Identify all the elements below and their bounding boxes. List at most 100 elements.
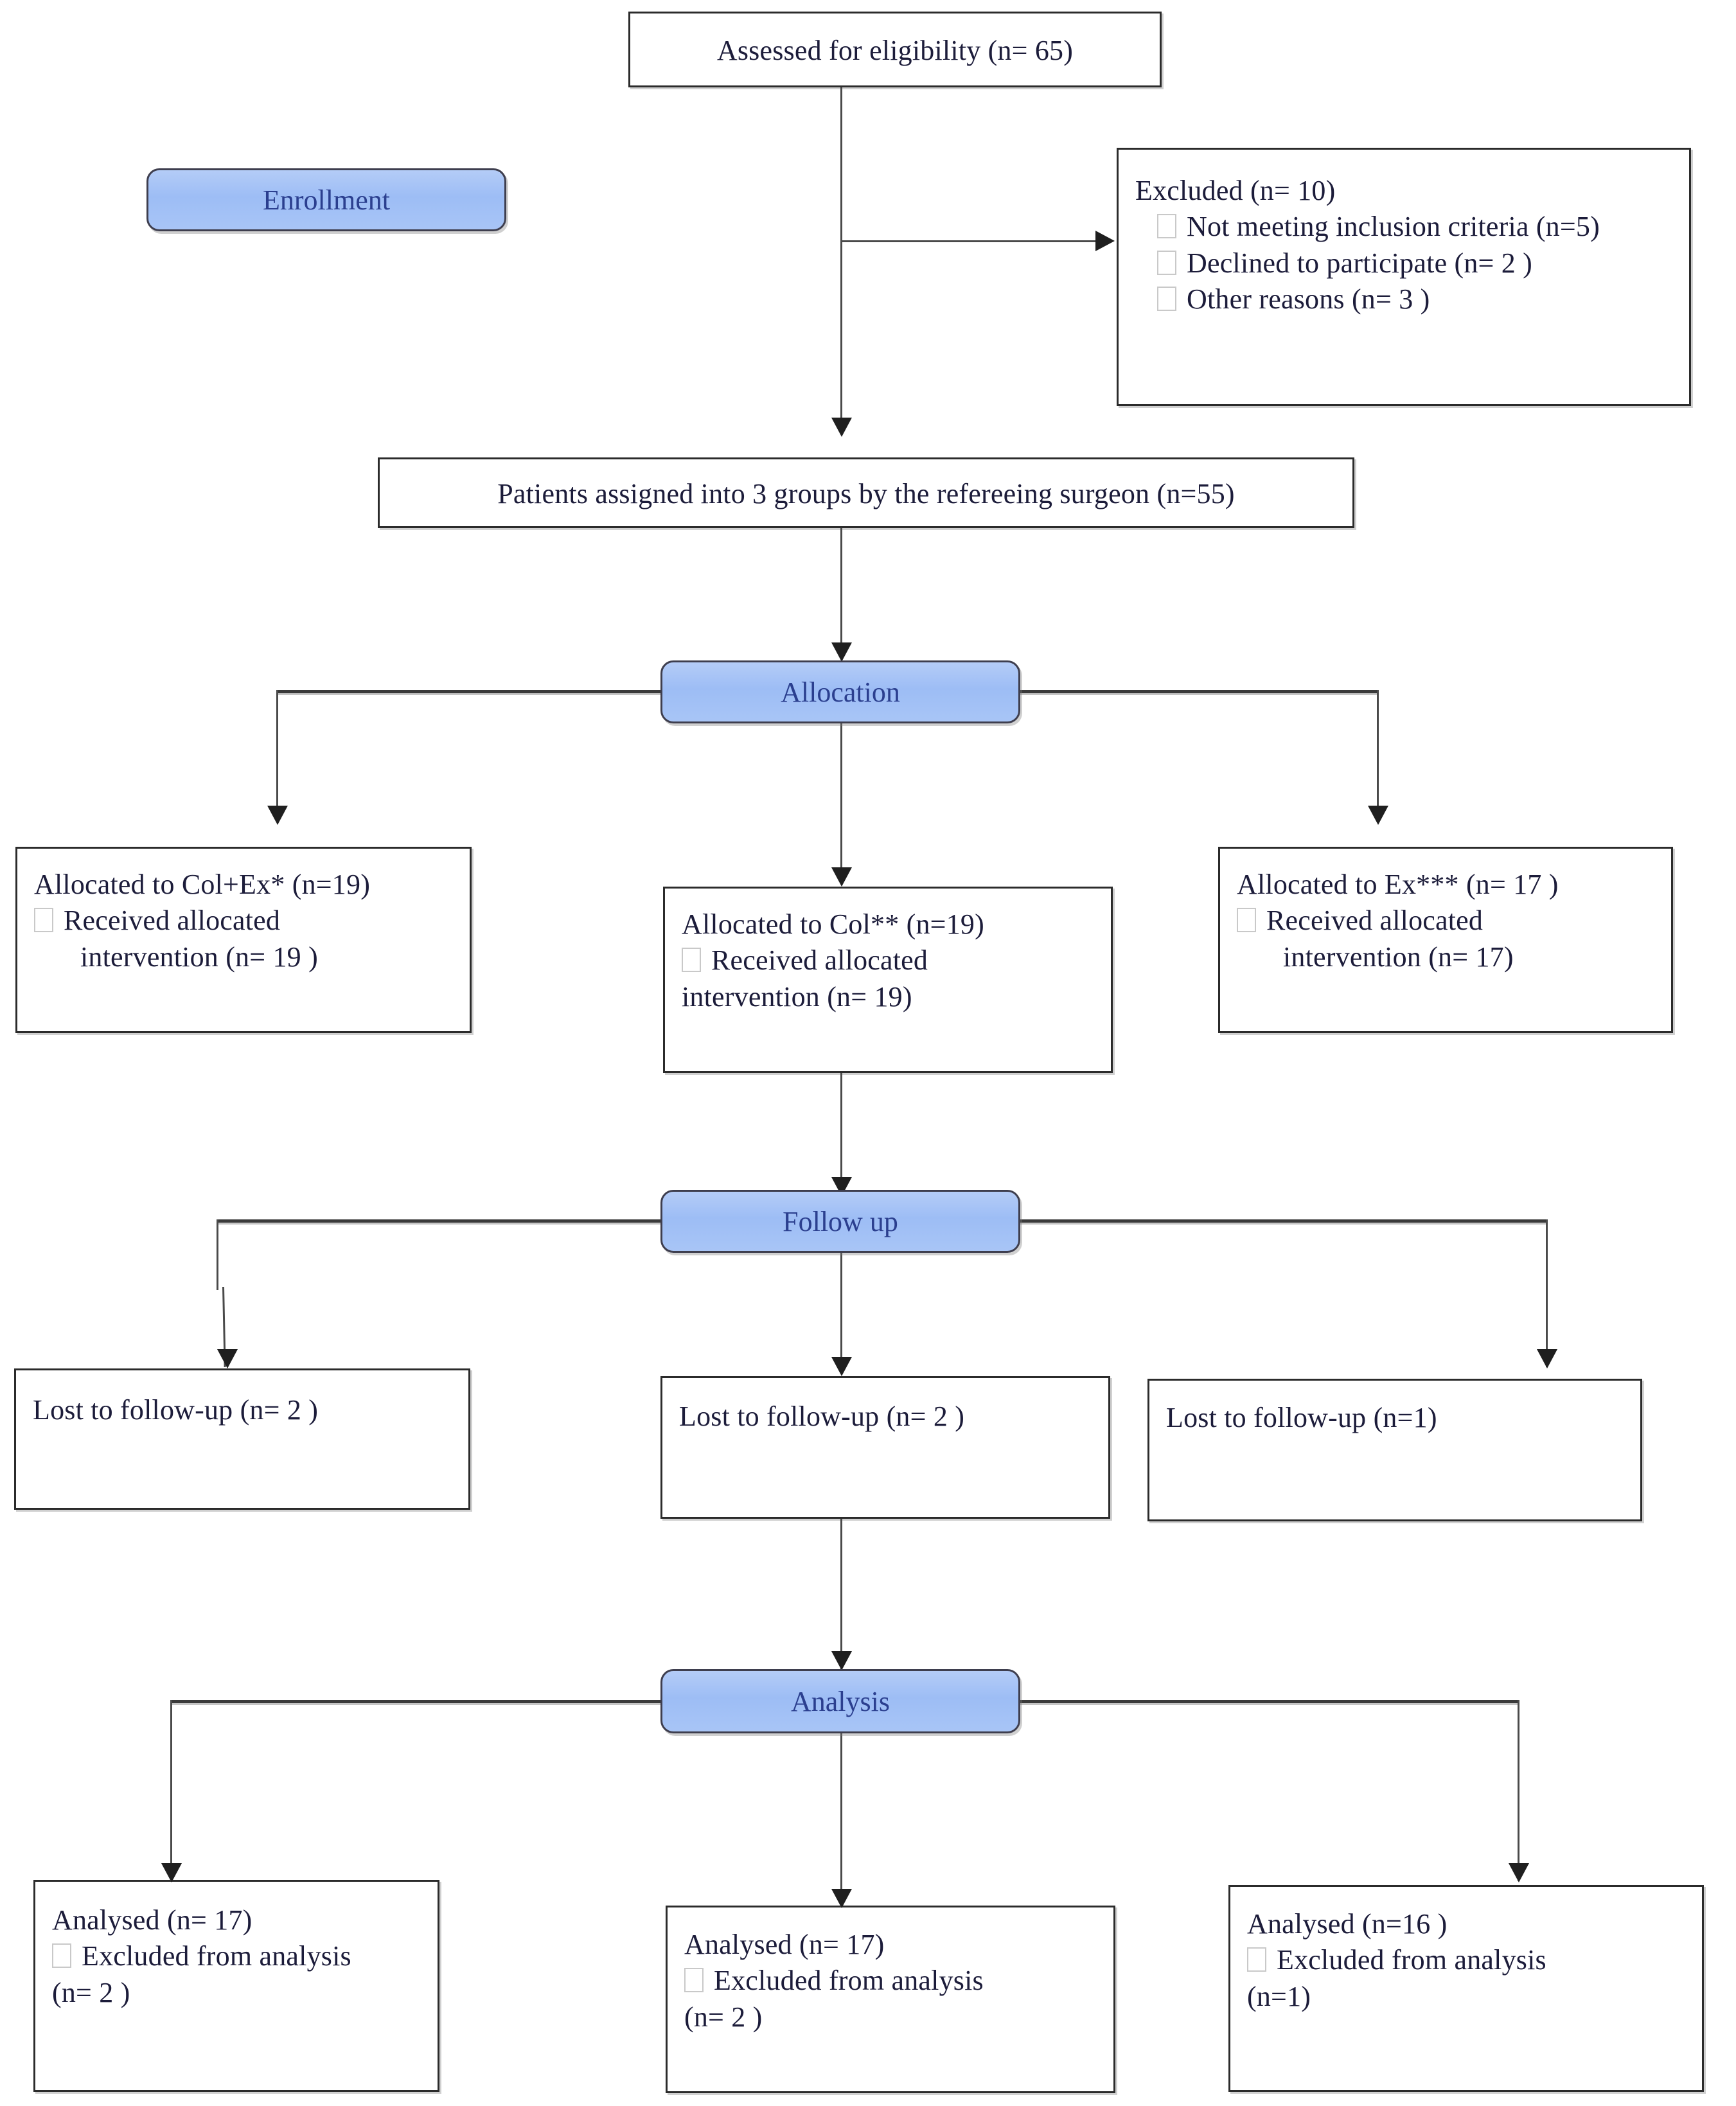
connector-followup-left-branch	[217, 1219, 662, 1223]
analysed-title: Analysed (n= 17)	[684, 1929, 885, 1960]
connector-followup-right-branch	[1019, 1219, 1547, 1223]
empty-checkbox-icon	[1247, 1947, 1266, 1972]
excluded-reason-item: Not meeting inclusion criteria (n=5)	[1135, 209, 1672, 245]
arrowhead-followup-left	[217, 1349, 238, 1368]
arrowhead-to-assigned	[831, 418, 852, 437]
empty-checkbox-icon	[1157, 286, 1176, 311]
empty-checkbox-icon	[52, 1943, 71, 1969]
analysed-excluded-item: Excluded from analysis	[1247, 1942, 1685, 1978]
allocated-group-title: Allocated to Ex*** (n= 17 )	[1237, 869, 1559, 900]
analysed-excluded-label: Excluded from analysis	[1277, 1944, 1546, 1976]
analysed-excluded-label: Excluded from analysis	[82, 1940, 351, 1972]
allocated-group-box-left: Allocated to Col+Ex* (n=19) Received all…	[15, 847, 472, 1033]
connector-followup-middle-drop	[840, 1253, 842, 1374]
analysed-excluded-count: (n=1)	[1247, 1980, 1311, 2012]
allocated-group-content: Allocated to Col+Ex* (n=19) Received all…	[17, 867, 470, 975]
connector-to-excluded	[840, 240, 1099, 242]
arrowhead-analysis-left	[161, 1863, 182, 1882]
analysed-content: Analysed (n= 17) Excluded from analysis …	[668, 1927, 1113, 2035]
excluded-reason-label: Declined to participate (n= 2 )	[1187, 247, 1533, 279]
assessed-for-eligibility-box: Assessed for eligibility (n= 65)	[628, 12, 1162, 87]
excluded-content: Excluded (n= 10) Not meeting inclusion c…	[1119, 173, 1689, 317]
allocated-group-title: Allocated to Col** (n=19)	[682, 908, 984, 940]
analysed-title: Analysed (n=16 )	[1247, 1908, 1448, 1940]
allocated-received-label: Received allocated	[711, 944, 928, 977]
empty-checkbox-icon	[684, 1968, 704, 1993]
excluded-reason-label: Other reasons (n= 3 )	[1187, 283, 1430, 315]
connector-allocation-right-drop	[1377, 690, 1379, 819]
connector-allocation-right-branch	[1019, 690, 1379, 693]
connector-allocation-to-followup	[840, 1073, 842, 1187]
connector-allocation-left-drop	[276, 690, 278, 819]
arrowhead-analysis-right	[1509, 1863, 1529, 1882]
lost-to-followup-box-right: Lost to follow-up (n=1)	[1147, 1379, 1642, 1521]
stage-analysis-label: Analysis	[791, 1685, 890, 1717]
connector-analysis-right-drop	[1518, 1700, 1519, 1881]
analysed-content: Analysed (n=16 ) Excluded from analysis …	[1230, 1906, 1702, 2015]
excluded-box: Excluded (n= 10) Not meeting inclusion c…	[1117, 148, 1691, 406]
stage-allocation: Allocation	[660, 660, 1020, 723]
lost-to-followup-text: Lost to follow-up (n=1)	[1166, 1402, 1437, 1433]
empty-checkbox-icon	[1157, 250, 1176, 275]
allocated-group-box-right: Allocated to Ex*** (n= 17 ) Received all…	[1218, 847, 1673, 1033]
arrowhead-allocation-middle	[831, 867, 852, 887]
connector-followup-to-analysis	[840, 1519, 842, 1670]
arrowhead-followup-middle	[831, 1357, 852, 1376]
arrowhead-allocation-left	[267, 806, 288, 825]
empty-checkbox-icon	[34, 908, 53, 933]
stage-follow-up: Follow up	[660, 1190, 1020, 1253]
connector-allocation-left-branch	[276, 690, 662, 693]
connector-assessed-to-assigned	[840, 87, 842, 434]
allocated-intervention-label: intervention (n= 19 )	[80, 941, 318, 973]
lost-to-followup-box-middle: Lost to follow-up (n= 2 )	[660, 1376, 1110, 1519]
connector-followup-left-drop	[217, 1219, 218, 1290]
excluded-reason-item: Other reasons (n= 3 )	[1135, 281, 1672, 317]
connector-analysis-left-branch	[170, 1700, 662, 1703]
lost-to-followup-text: Lost to follow-up (n= 2 )	[33, 1394, 319, 1426]
excluded-reason-label: Not meeting inclusion criteria (n=5)	[1187, 211, 1600, 243]
empty-checkbox-icon	[1237, 908, 1256, 933]
connector-analysis-middle-drop	[840, 1733, 842, 1907]
stage-allocation-label: Allocation	[781, 676, 900, 708]
analysed-content: Analysed (n= 17) Excluded from analysis …	[35, 1902, 438, 2011]
stage-analysis: Analysis	[660, 1669, 1020, 1733]
connector-allocation-middle-drop	[840, 723, 842, 884]
patients-assigned-text: Patients assigned into 3 groups by the r…	[497, 478, 1235, 509]
arrowhead-to-excluded	[1095, 231, 1115, 251]
excluded-title: Excluded (n= 10)	[1135, 175, 1336, 206]
allocated-group-content: Allocated to Col** (n=19) Received alloc…	[665, 907, 1111, 1015]
analysed-excluded-item: Excluded from analysis	[52, 1938, 421, 1974]
arrowhead-followup-right	[1537, 1349, 1557, 1368]
allocated-group-title: Allocated to Col+Ex* (n=19)	[34, 869, 371, 900]
empty-checkbox-icon	[1157, 214, 1176, 239]
allocated-group-content: Allocated to Ex*** (n= 17 ) Received all…	[1220, 867, 1671, 975]
arrowhead-to-analysis	[831, 1651, 852, 1670]
allocated-received-label: Received allocated	[64, 905, 281, 937]
allocated-received-item: Received allocated	[682, 942, 1094, 978]
lost-to-followup-box-left: Lost to follow-up (n= 2 )	[14, 1368, 470, 1510]
stage-follow-up-label: Follow up	[783, 1205, 898, 1237]
stage-enrollment-label: Enrollment	[263, 184, 390, 216]
arrowhead-allocation-right	[1368, 806, 1388, 825]
analysed-box-middle: Analysed (n= 17) Excluded from analysis …	[666, 1906, 1115, 2093]
arrowhead-to-allocation	[831, 642, 852, 662]
analysed-excluded-item: Excluded from analysis	[684, 1963, 1097, 1999]
allocated-received-item: Received allocated	[1237, 903, 1654, 939]
analysed-excluded-count: (n= 2 )	[684, 2001, 763, 2033]
empty-checkbox-icon	[682, 948, 701, 973]
analysed-excluded-count: (n= 2 )	[52, 1976, 130, 2008]
allocated-intervention-label: intervention (n= 17)	[1283, 941, 1514, 973]
connector-assigned-to-allocation	[840, 528, 842, 651]
allocated-intervention-label: intervention (n= 19)	[682, 980, 912, 1013]
analysed-box-left: Analysed (n= 17) Excluded from analysis …	[33, 1880, 439, 2092]
connector-analysis-right-branch	[1019, 1700, 1519, 1703]
analysed-box-right: Analysed (n=16 ) Excluded from analysis …	[1228, 1885, 1704, 2092]
connector-followup-right-drop	[1546, 1219, 1548, 1367]
analysed-excluded-label: Excluded from analysis	[714, 1965, 984, 1997]
arrowhead-analysis-middle	[831, 1889, 852, 1908]
patients-assigned-box: Patients assigned into 3 groups by the r…	[378, 457, 1354, 528]
analysed-title: Analysed (n= 17)	[52, 1904, 252, 1936]
lost-to-followup-text: Lost to follow-up (n= 2 )	[679, 1401, 965, 1432]
connector-analysis-left-drop	[170, 1700, 172, 1881]
